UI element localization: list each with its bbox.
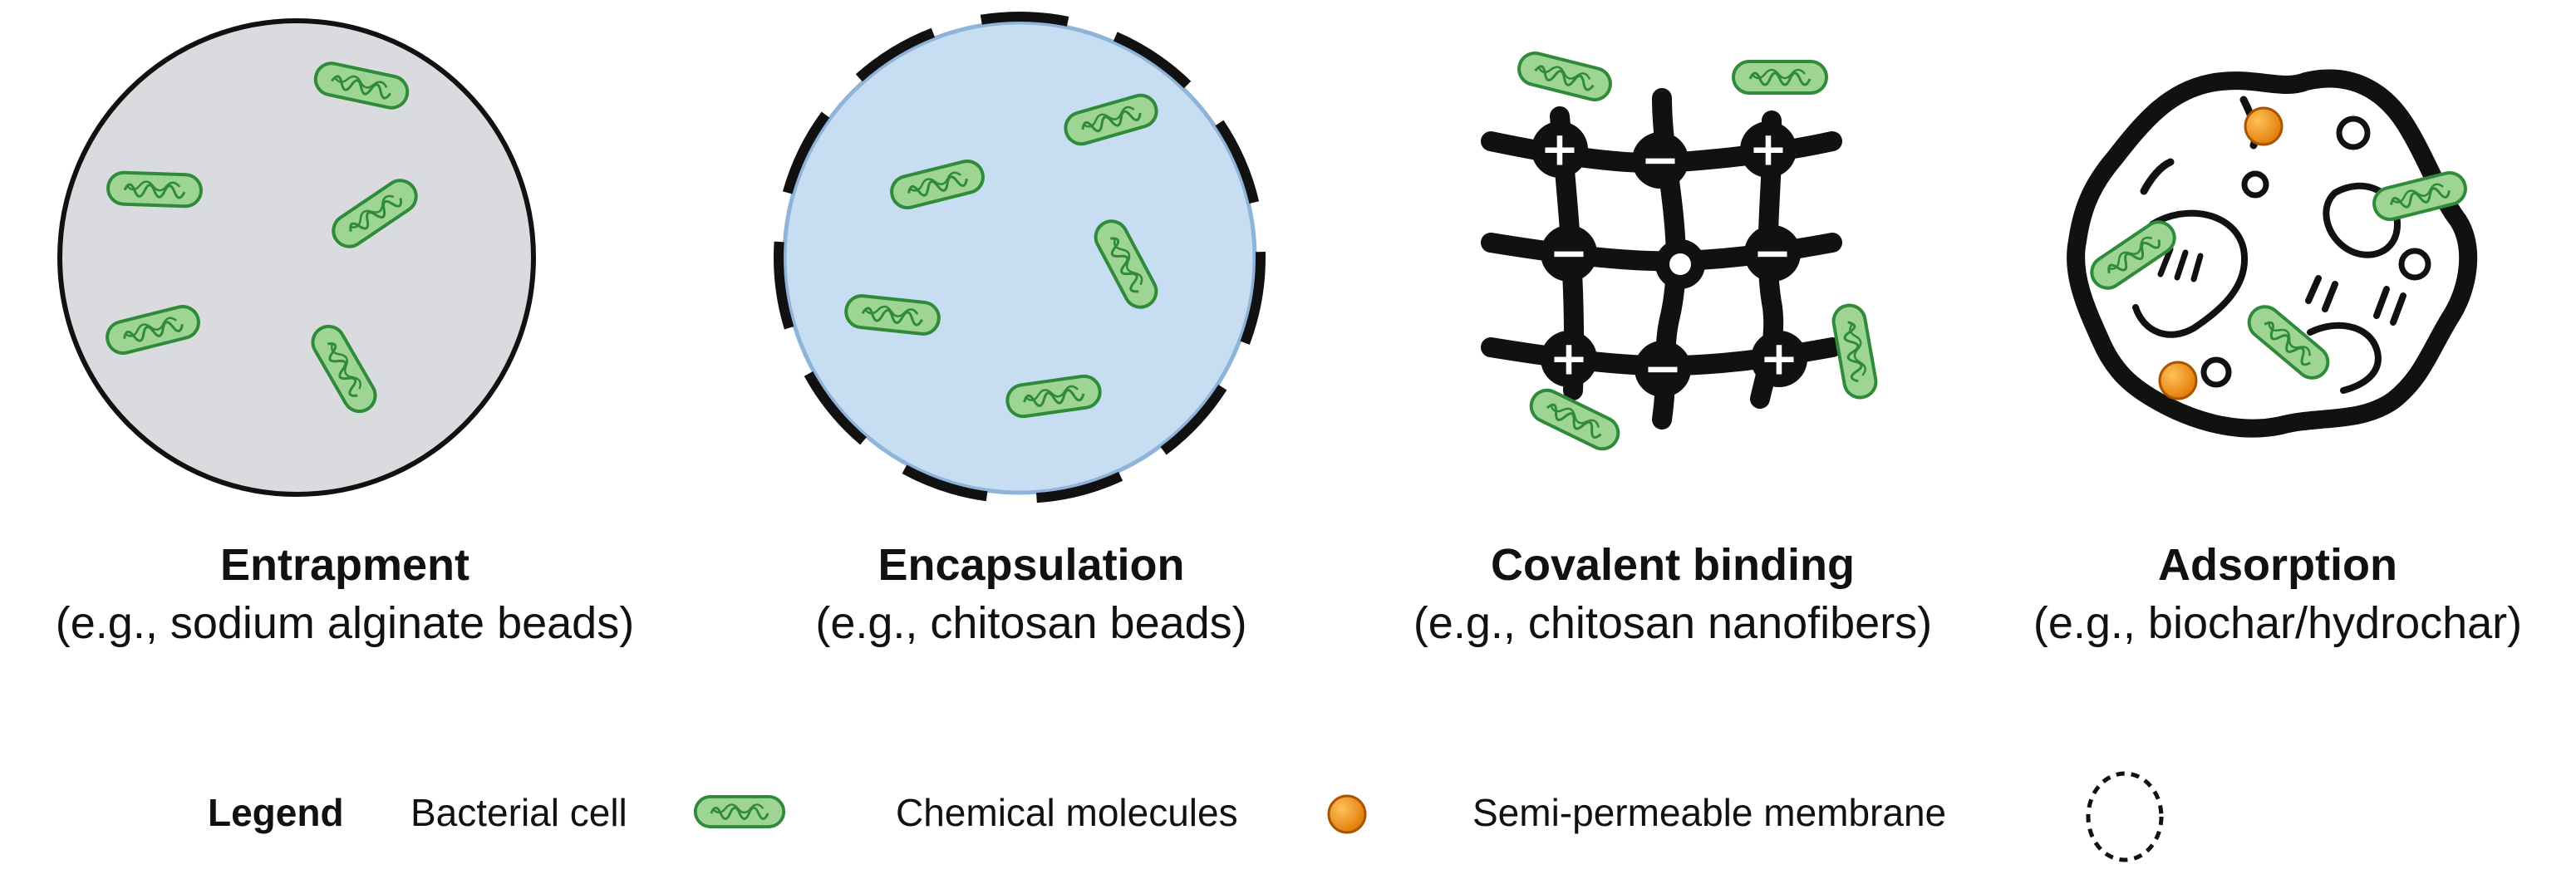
charge-nodes bbox=[1531, 121, 1807, 397]
negative-charge-symbol: − bbox=[1644, 342, 1683, 396]
method-example: (e.g., sodium alginate beads) bbox=[55, 598, 635, 648]
negative-charge-symbol: − bbox=[1753, 227, 1792, 281]
method-title: Adsorption bbox=[2158, 540, 2397, 590]
legend-semi-permeable-membrane-label: Semi-permeable membrane bbox=[1472, 791, 1947, 834]
encapsulation-caption: Encapsulation (e.g., chitosan beads) bbox=[732, 536, 1330, 652]
entrapment-caption: Entrapment (e.g., sodium alginate beads) bbox=[46, 536, 644, 652]
method-title: Covalent binding bbox=[1491, 540, 1855, 590]
entrapment-panel bbox=[57, 18, 536, 497]
encapsulation-bead bbox=[782, 20, 1257, 495]
legend-chemical-molecule-icon bbox=[1327, 794, 1367, 834]
legend-symbols bbox=[693, 771, 2164, 862]
method-example: (e.g., chitosan beads) bbox=[815, 598, 1247, 648]
positive-charge-symbol: + bbox=[1760, 332, 1799, 386]
covalent-binding-caption: Covalent binding (e.g., chitosan nanofib… bbox=[1374, 536, 1972, 652]
legend-bacterial-cell-icon bbox=[693, 795, 786, 828]
legend-title: Legend bbox=[208, 791, 344, 834]
legend-semi-permeable-membrane-icon bbox=[2086, 771, 2164, 862]
biochar-pores bbox=[2132, 96, 2431, 394]
bacterial-cell bbox=[107, 172, 201, 207]
chemical-molecule bbox=[2244, 106, 2283, 146]
semi-permeable-membrane bbox=[774, 12, 1266, 503]
entrapment-bead bbox=[57, 18, 536, 497]
method-title: Entrapment bbox=[219, 540, 470, 590]
legend-chemical-molecules-label: Chemical molecules bbox=[896, 791, 1238, 834]
charge-symbols: + − + − − + − + bbox=[1541, 123, 1799, 396]
positive-charge-symbol: + bbox=[1749, 123, 1788, 177]
adsorption-caption: Adsorption (e.g., biochar/hydrochar) bbox=[1979, 536, 2576, 652]
adsorption-panel bbox=[2067, 69, 2478, 438]
legend-bacterial-cell-label: Bacterial cell bbox=[410, 791, 627, 834]
method-title: Encapsulation bbox=[878, 540, 1185, 590]
encapsulation-panel bbox=[774, 12, 1266, 503]
bacterial-cell bbox=[1732, 60, 1828, 95]
positive-charge-symbol: + bbox=[1550, 332, 1589, 386]
covalent-binding-panel: + − + − − + − + bbox=[1481, 48, 1880, 454]
positive-charge-symbol: + bbox=[1541, 123, 1580, 177]
bacterial-cell bbox=[1829, 301, 1880, 402]
method-example: (e.g., biochar/hydrochar) bbox=[2033, 598, 2523, 648]
method-example: (e.g., chitosan nanofibers) bbox=[1413, 598, 1933, 648]
negative-charge-symbol: − bbox=[1641, 134, 1680, 188]
negative-charge-symbol: − bbox=[1550, 227, 1589, 281]
bacterial-cell bbox=[1514, 48, 1615, 105]
chemical-molecule bbox=[2158, 361, 2198, 400]
